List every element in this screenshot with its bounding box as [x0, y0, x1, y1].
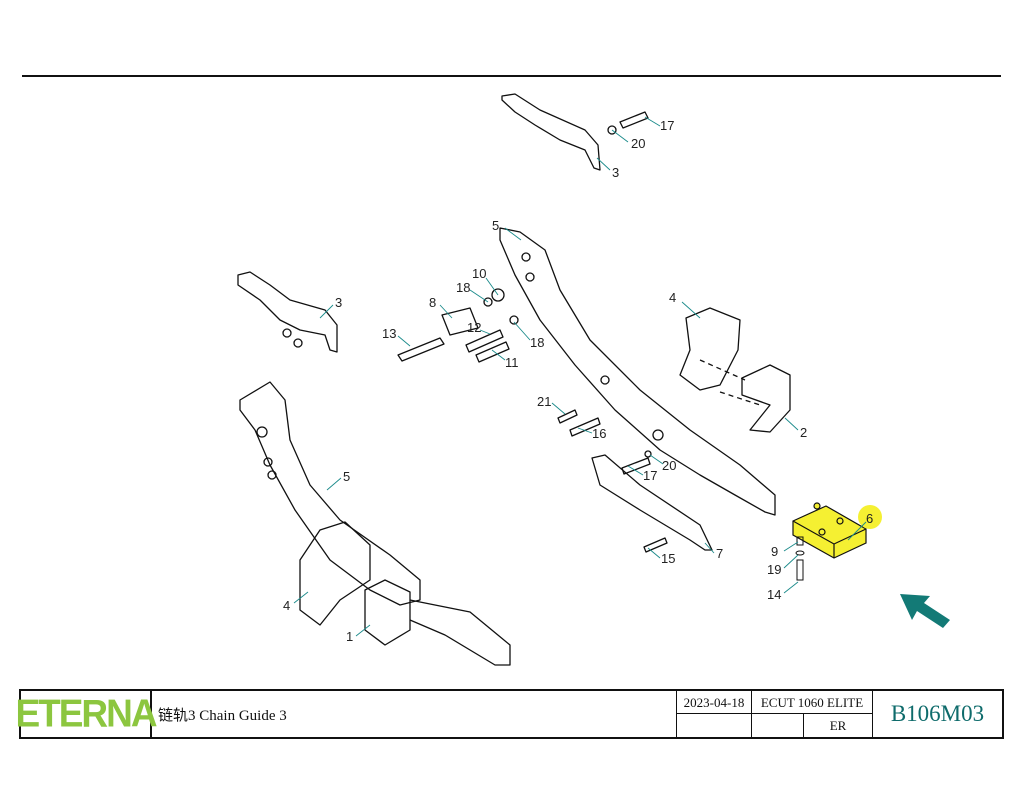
callout-9: 9: [771, 544, 778, 559]
leader-lines: [293, 116, 867, 637]
callout-7: 7: [716, 546, 723, 561]
callout-11: 11: [505, 355, 519, 370]
logo-text: ETERNA: [15, 691, 157, 735]
part-chain-guide-left: [237, 271, 338, 353]
callout-18: 18: [530, 335, 544, 350]
drawing-code: B106M03: [890, 701, 985, 726]
callout-2: 2: [800, 425, 807, 440]
header-rule: [22, 75, 1001, 77]
callout-20: 20: [631, 136, 645, 151]
callout-3: 3: [335, 295, 342, 310]
callout-17: 17: [660, 118, 674, 133]
callout-5: 5: [492, 218, 499, 233]
callout-14: 14: [767, 587, 781, 602]
part-bracket-1: [364, 579, 411, 646]
empty-cell: [752, 714, 804, 737]
callout-16: 16: [592, 426, 606, 441]
callout-highlight-6: [858, 505, 882, 529]
callout-21: 21: [537, 394, 551, 409]
drawing-date: 2023-04-18: [677, 691, 752, 714]
callout-19: 19: [767, 562, 781, 577]
title-block: ETERNA 链轨3 Chain Guide 3 2023-04-18 ECUT…: [15, 689, 1004, 739]
callout-20: 20: [662, 458, 676, 473]
part-bolt-17-top: [619, 111, 649, 129]
callout-1: 1: [346, 629, 353, 644]
drawing-title: 链轨3 Chain Guide 3: [152, 691, 677, 737]
part-block-4-right: [679, 307, 741, 391]
callout-8: 8: [429, 295, 436, 310]
callout-6: 6: [866, 511, 873, 526]
callout-12: 12: [467, 320, 481, 335]
part-rail-5-left: [239, 381, 421, 606]
eterna-logo: ETERNA: [15, 691, 158, 737]
callout-3: 3: [612, 165, 619, 180]
part-block-4-left: [299, 521, 371, 626]
callout-18: 18: [456, 280, 470, 295]
callout-17: 17: [643, 468, 657, 483]
author-code: ER: [804, 714, 873, 737]
machine-model: ECUT 1060 ELITE: [752, 691, 873, 714]
callout-4: 4: [669, 290, 676, 305]
callout-13: 13: [382, 326, 396, 341]
callout-5: 5: [343, 469, 350, 484]
part-chain-guide-top: [501, 93, 601, 171]
arrow-icon: [900, 594, 950, 628]
callout-4: 4: [283, 598, 290, 613]
part-6-highlighted: [792, 502, 867, 559]
part-rail-5-right: [499, 227, 776, 516]
empty-cell: [677, 714, 752, 737]
part-washer-20-top: [607, 125, 617, 135]
callout-10: 10: [472, 266, 486, 281]
callout-15: 15: [661, 551, 675, 566]
part-bracket-2: [741, 364, 791, 433]
part-spacer-8: [441, 307, 479, 336]
